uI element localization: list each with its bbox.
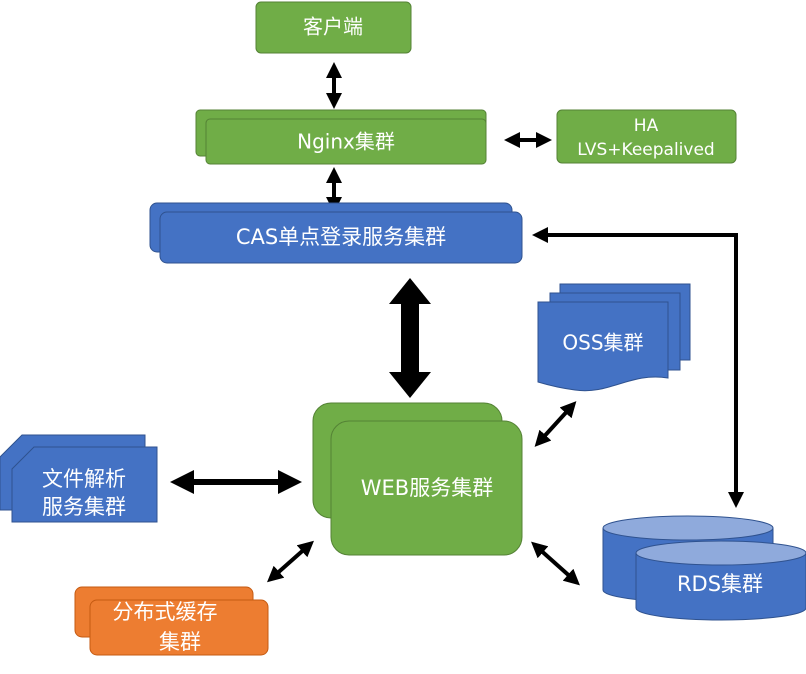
nginx-label: Nginx集群 <box>297 130 395 154</box>
ha-label: HA <box>634 116 659 136</box>
cas-label: CAS单点登录服务集群 <box>236 225 446 249</box>
cas-node: CAS单点登录服务集群 <box>149 202 523 264</box>
oss-node: OSS集群 <box>537 283 691 392</box>
file-parse-label-1: 文件解析 <box>42 467 126 491</box>
cache-label-2: 集群 <box>159 630 201 654</box>
web-label: WEB服务集群 <box>361 476 493 500</box>
cas-web-arrow <box>389 278 431 398</box>
cache-label-1: 分布式缓存 <box>113 600 218 624</box>
web-rds-arrow <box>531 541 580 586</box>
rds-node: RDS集群 <box>602 515 806 621</box>
rds-label: RDS集群 <box>677 572 763 596</box>
cache-node: 分布式缓存 集群 <box>74 586 269 656</box>
cas-rds-connector <box>532 227 744 508</box>
ha-node: HA LVS+Keepalived <box>556 109 737 164</box>
nginx-node: Nginx集群 <box>195 109 487 165</box>
file-parse-label-2: 服务集群 <box>42 495 126 519</box>
web-oss-arrow <box>534 401 577 447</box>
file-parse-node: 文件解析 服务集群 <box>0 434 158 523</box>
client-node: 客户端 <box>255 1 412 54</box>
web-node: WEB服务集群 <box>312 402 523 556</box>
ha-sub-label: LVS+Keepalived <box>577 140 714 160</box>
oss-label: OSS集群 <box>562 331 643 355</box>
client-label: 客户端 <box>303 15 363 39</box>
cache-web-arrow <box>267 540 314 583</box>
